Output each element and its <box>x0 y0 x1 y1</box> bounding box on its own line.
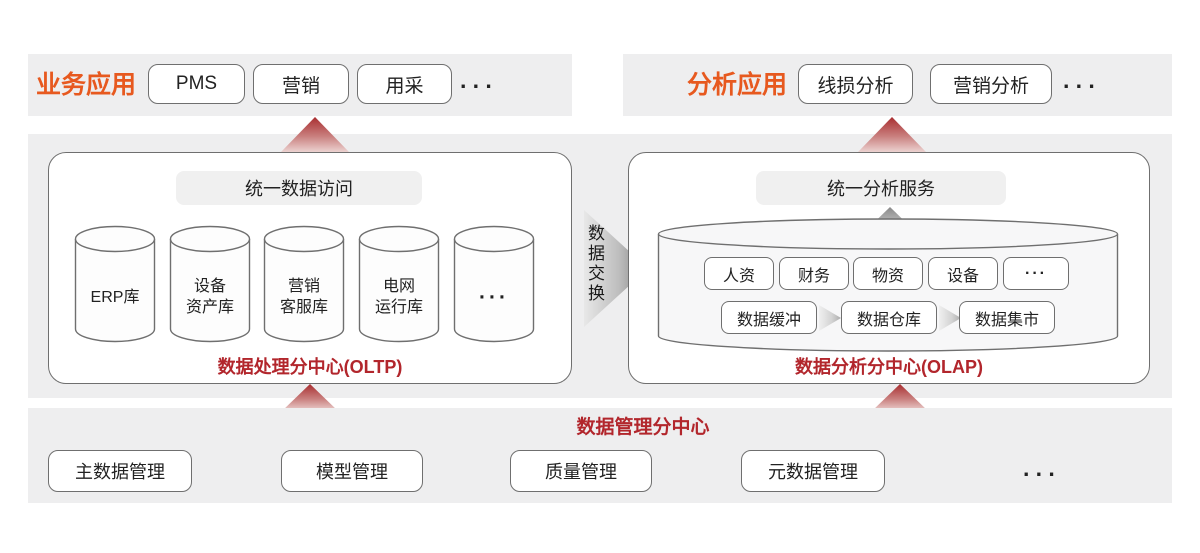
cylinder-shape <box>169 225 251 343</box>
app-chip-metering: 用采 <box>357 64 452 104</box>
app-chip-pms-label: PMS <box>175 73 218 94</box>
cylinder-label-equipment-assets: 设备 资产库 <box>185 278 234 316</box>
stage-chip-data-mart: 数据集市 <box>959 301 1055 334</box>
domain-chip-finance-label: 财务 <box>797 267 830 285</box>
unified-analysis-service-header: 统一分析服务 <box>756 171 1006 205</box>
app-chip-pms: PMS <box>148 64 245 104</box>
oltp-caption: 数据处理分中心(OLTP) <box>217 357 403 377</box>
cylinder-shape <box>358 225 440 343</box>
stage-chip-data-warehouse-label: 数据仓库 <box>856 311 921 329</box>
database-cylinder-erp: ERP库 <box>74 225 156 355</box>
data-exchange-label: 数据交换 <box>585 224 604 304</box>
cylinder-label-marketing-service: 营销 客服库 <box>279 278 328 316</box>
unified-data-access-header: 统一数据访问 <box>176 171 422 205</box>
stage-chip-data-warehouse: 数据仓库 <box>841 301 937 334</box>
app-chip-marketing-analysis-label: 营销分析 <box>952 75 1029 97</box>
mgmt-chip-metadata-label: 元数据管理 <box>768 462 858 482</box>
domain-chip-more-label: ··· <box>1025 264 1047 282</box>
data-management-title: 数据管理分中心 <box>576 417 710 438</box>
domain-chip-more: ··· <box>1003 257 1069 290</box>
cylinder-label-erp: ERP库 <box>90 288 140 306</box>
olap-box: 统一分析服务 人资 财务 物资 设备 ··· 数据缓冲 数据仓库 数据集市 数据… <box>628 152 1150 384</box>
stage-chip-data-mart-label: 数据集市 <box>974 311 1039 329</box>
app-chip-line-loss-label: 线损分析 <box>817 75 894 97</box>
domain-chip-hr-label: 人资 <box>722 267 755 285</box>
business-apps-band: 业务应用 PMS 营销 用采 ··· <box>28 54 572 116</box>
database-cylinder-grid-operation: 电网 运行库 <box>358 225 440 355</box>
cylinder-label-more: ··· <box>479 285 509 309</box>
more-analysis-ellipsis: ··· <box>1063 73 1101 99</box>
mgmt-chip-model-label: 模型管理 <box>316 462 388 482</box>
domain-chip-equipment: 设备 <box>928 257 998 290</box>
app-chip-metering-label: 用采 <box>385 75 424 97</box>
domain-chip-equipment-label: 设备 <box>946 267 979 285</box>
domain-chip-finance: 财务 <box>779 257 849 290</box>
analysis-apps-band: 分析应用 线损分析 营销分析 ··· <box>623 54 1172 116</box>
domain-chip-hr: 人资 <box>704 257 774 290</box>
app-chip-line-loss: 线损分析 <box>798 64 913 104</box>
more-mgmt-ellipsis: ··· <box>1023 461 1061 487</box>
mgmt-chip-quality-label: 质量管理 <box>545 462 617 482</box>
stage-chip-data-buffer: 数据缓冲 <box>721 301 817 334</box>
app-chip-marketing-label: 营销 <box>281 75 320 97</box>
oltp-box: 统一数据访问 ERP库 设备 资产库 营销 客服库 电网 运行库 <box>48 152 572 384</box>
mgmt-chip-model: 模型管理 <box>281 450 423 492</box>
mgmt-chip-metadata: 元数据管理 <box>741 450 885 492</box>
unified-analysis-service-label: 统一分析服务 <box>827 179 935 199</box>
data-management-band: 数据管理分中心 主数据管理 模型管理 质量管理 元数据管理 ··· <box>28 408 1172 503</box>
cylinder-shape <box>74 225 156 343</box>
cylinder-label-grid-operation: 电网 运行库 <box>374 278 423 316</box>
unified-data-access-label: 统一数据访问 <box>245 179 353 199</box>
domain-chip-materials-label: 物资 <box>871 267 904 285</box>
database-cylinder-marketing-service: 营销 客服库 <box>263 225 345 355</box>
cylinder-shape <box>453 225 535 343</box>
app-chip-marketing: 营销 <box>253 64 349 104</box>
mgmt-chip-master-data: 主数据管理 <box>48 450 192 492</box>
cylinder-shape <box>263 225 345 343</box>
more-apps-ellipsis: ··· <box>460 73 498 99</box>
database-cylinder-more: ··· <box>453 225 535 355</box>
analysis-apps-title: 分析应用 <box>687 71 788 99</box>
stage-chip-data-buffer-label: 数据缓冲 <box>736 311 801 329</box>
business-apps-title: 业务应用 <box>36 71 137 99</box>
domain-chip-materials: 物资 <box>853 257 923 290</box>
app-chip-marketing-analysis: 营销分析 <box>930 64 1052 104</box>
mgmt-chip-master-data-label: 主数据管理 <box>75 462 165 482</box>
olap-caption: 数据分析分中心(OLAP) <box>795 357 983 377</box>
mgmt-chip-quality: 质量管理 <box>510 450 652 492</box>
database-cylinder-equipment-assets: 设备 资产库 <box>169 225 251 355</box>
